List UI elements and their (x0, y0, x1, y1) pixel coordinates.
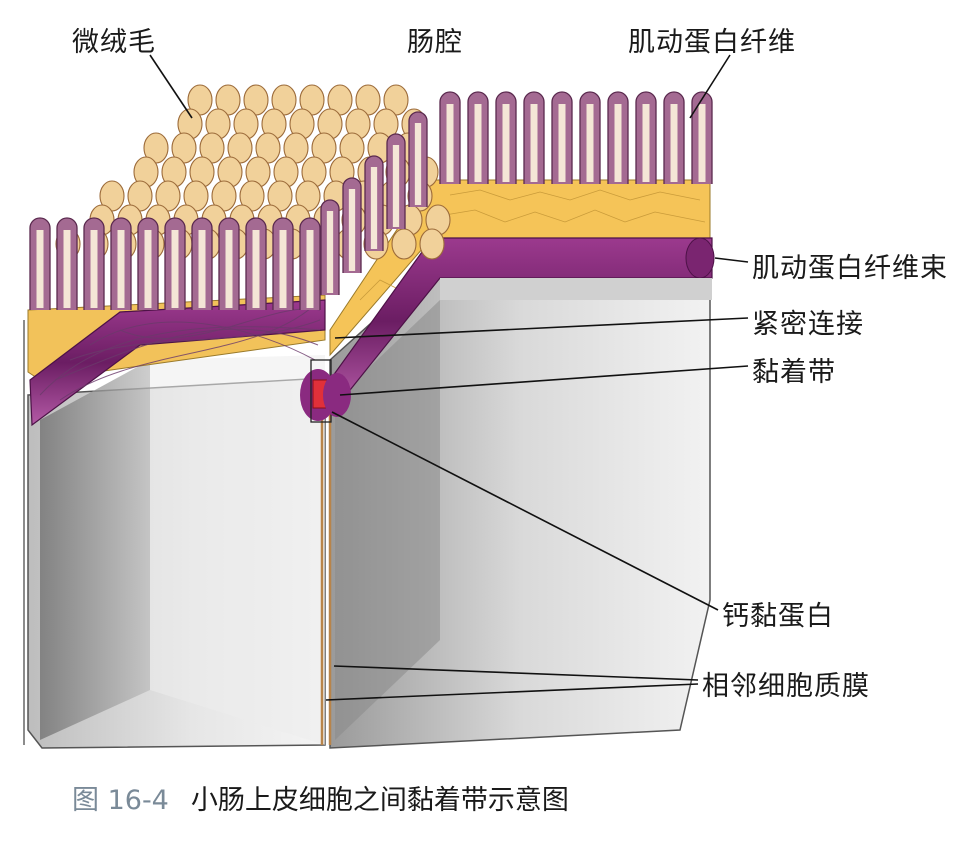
left-actin-bundle (29, 299, 326, 427)
left-cell (27, 294, 326, 749)
label-adjacent-membranes: 相邻细胞质膜 (702, 671, 870, 702)
left-cell-shadow (40, 360, 150, 740)
label-actin-bundle: 肌动蛋白纤维束 (752, 253, 948, 284)
figure-caption: 图 16-4 小肠上皮细胞之间黏着带示意图 (72, 778, 569, 817)
label-cadherin: 钙黏蛋白 (722, 601, 834, 632)
figure-number: 图 16-4 (72, 785, 169, 816)
label-lumen: 肠腔 (407, 27, 463, 58)
microvillus-tip (419, 228, 445, 260)
label-adhesion-belt: 黏着带 (752, 357, 836, 388)
label-actin-filament: 肌动蛋白纤维 (628, 27, 796, 58)
label-tight-junction: 紧密连接 (752, 309, 864, 340)
microvilli-layer (29, 84, 713, 310)
label-microvilli: 微绒毛 (72, 27, 156, 58)
adhesion-belt (300, 359, 351, 423)
adjacent-plasma-membranes (23, 320, 332, 745)
caption-text: 小肠上皮细胞之间黏着带示意图 (190, 785, 569, 816)
